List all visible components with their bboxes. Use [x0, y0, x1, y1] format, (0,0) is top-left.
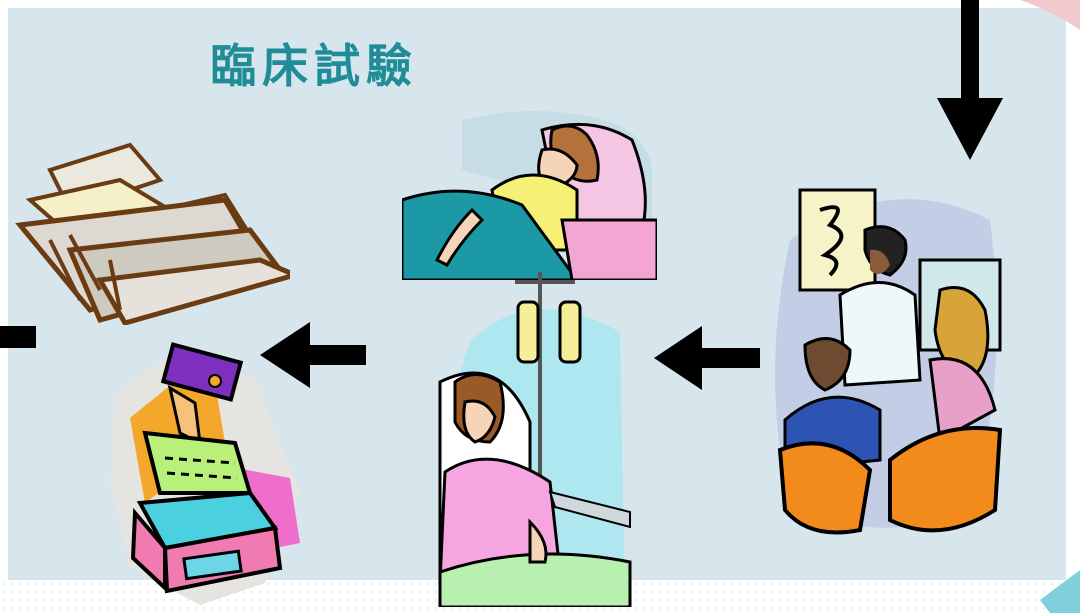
card-index-icon — [110, 342, 300, 605]
sick-patient-in-bed-icon — [402, 111, 657, 280]
doctor-consultation-icon — [775, 188, 1003, 535]
arrow-left-icon — [654, 326, 760, 390]
arrow-left-edge-icon — [0, 326, 36, 348]
corner-decoration-teal-icon — [1040, 570, 1080, 613]
file-folders-icon — [15, 142, 290, 325]
patient-with-iv-drip-icon — [438, 272, 632, 607]
arrow-left-icon — [260, 322, 366, 388]
arrow-down-icon — [937, 0, 1003, 160]
corner-decoration-icon — [1020, 0, 1080, 30]
slide-title: 臨床試驗 — [210, 39, 418, 93]
